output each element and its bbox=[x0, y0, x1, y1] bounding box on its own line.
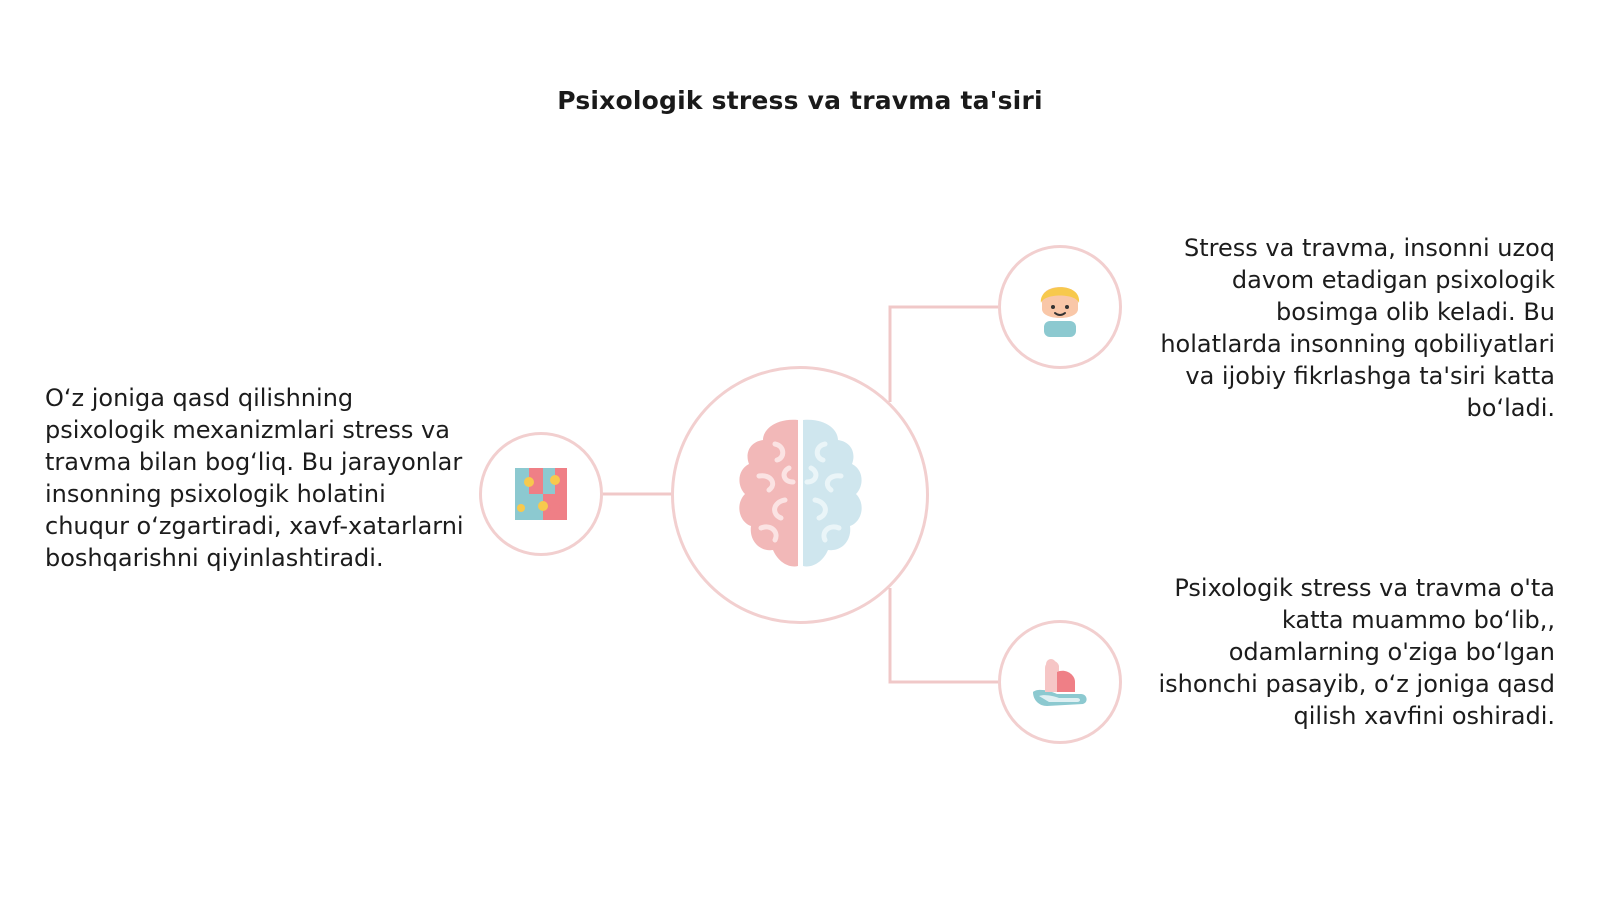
top-right-description: Stress va travma, insonni uzoq davom eta… bbox=[1160, 234, 1555, 422]
person-icon bbox=[1040, 287, 1080, 337]
bottom-right-node bbox=[998, 620, 1122, 744]
puzzle-icon bbox=[515, 468, 567, 520]
brain-icon bbox=[739, 419, 862, 567]
top-right-node bbox=[998, 245, 1122, 369]
connector-top bbox=[888, 305, 998, 402]
hand-support-icon bbox=[1033, 659, 1087, 706]
center-node bbox=[671, 366, 929, 624]
bottom-right-description: Psixologik stress va travma o'ta katta m… bbox=[1158, 574, 1555, 730]
connector-bottom bbox=[888, 588, 998, 684]
left-description: O‘z joniga qasd qilishning psixologik me… bbox=[45, 384, 464, 572]
left-node bbox=[479, 432, 603, 556]
diagram-title: Psixologik stress va travma ta'siri bbox=[557, 86, 1043, 115]
